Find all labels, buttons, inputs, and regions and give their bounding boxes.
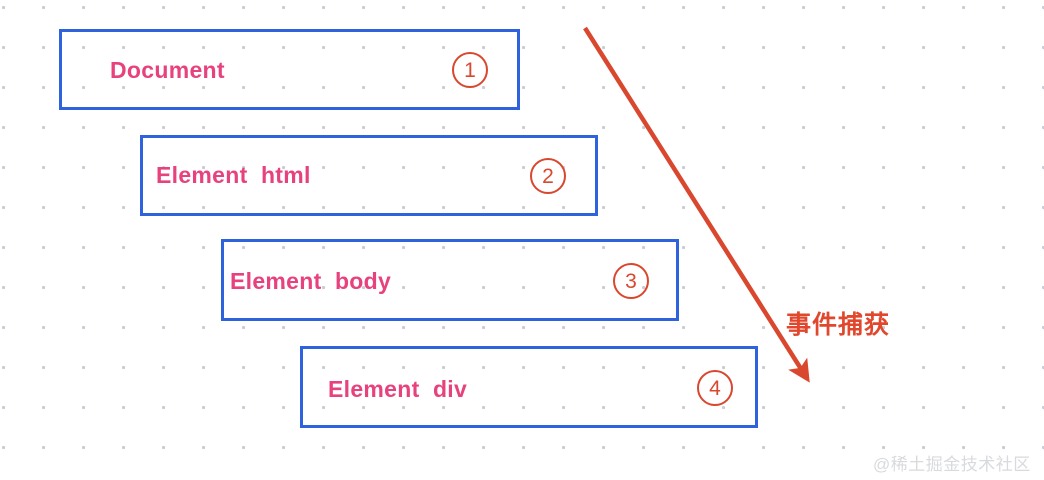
- box-label-element-body: Element body: [230, 268, 392, 294]
- box-label-document: Document: [110, 57, 225, 83]
- marker-circle-4: 4: [697, 370, 733, 406]
- marker-circle-2: 2: [530, 158, 566, 194]
- watermark: @稀土掘金技术社区: [873, 455, 1031, 474]
- marker-circle-1: 1: [452, 52, 488, 88]
- box-element-div: [300, 346, 758, 428]
- event-capture-label: 事件捕获: [786, 311, 891, 339]
- box-document: [59, 29, 520, 110]
- marker-circle-3: 3: [613, 263, 649, 299]
- box-label-element-div: Element div: [328, 376, 468, 402]
- box-label-element-html: Element html: [156, 162, 311, 188]
